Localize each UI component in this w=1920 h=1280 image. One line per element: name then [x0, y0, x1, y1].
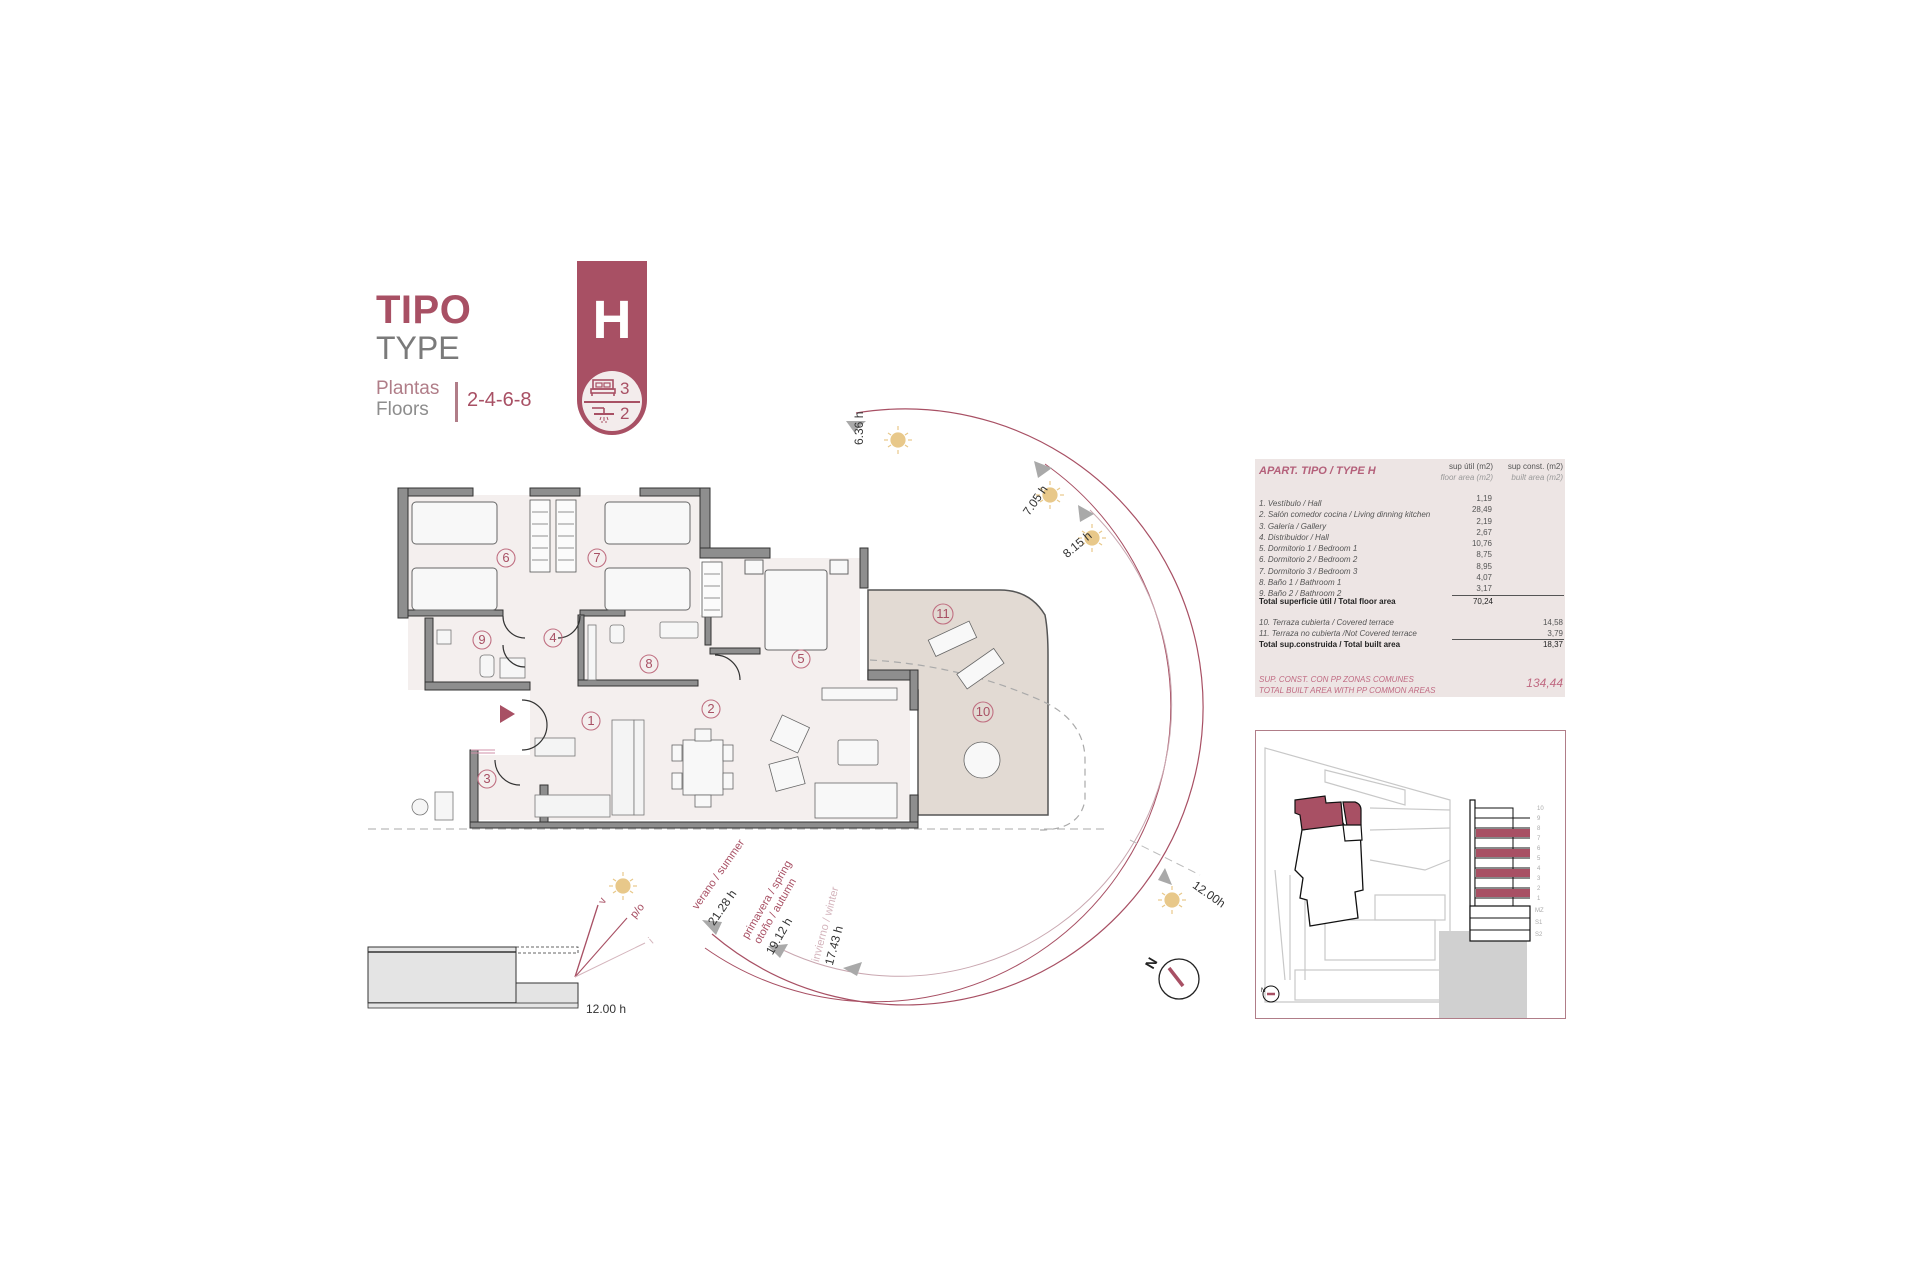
total-built-label: Total sup.construida / Total built area — [1259, 640, 1401, 649]
areas-rows: 1. Vestíbulo / Hall 1,19 2. Salón comedor… — [1259, 493, 1559, 599]
terrace-row-value: 14,58 — [1542, 618, 1563, 627]
terrace-row-label: 11. Terraza no cubierta /Not Covered ter… — [1259, 629, 1417, 638]
area-row-value: 4,07 — [1476, 573, 1492, 583]
area-row-label: 4. Distribuidor / Hall — [1259, 532, 1329, 542]
floors-label-es: Plantas — [376, 378, 440, 399]
sun-time-label: 6.36 h — [852, 411, 866, 445]
room-label-4: 4 — [549, 630, 557, 645]
room-label-10: 10 — [975, 704, 991, 719]
col-floor-area-sub: floor area (m2) — [1440, 473, 1493, 482]
type-heading-en: TYPE — [376, 330, 460, 366]
level-label: MZ — [1535, 908, 1544, 914]
area-row-label: 6. Dormitorio 2 / Bedroom 2 — [1259, 555, 1358, 565]
subtotal-rule — [1452, 595, 1564, 596]
level-label: 5 — [1537, 856, 1541, 862]
bedroom-count: 3 — [620, 379, 630, 398]
common-areas-label-es: SUP. CONST. CON PP ZONAS COMUNES — [1259, 675, 1414, 684]
common-areas-value: 134,44 — [1526, 676, 1563, 690]
floor-numbers: 2-4-6-8 — [467, 389, 532, 411]
col-built-area-header: sup const. (m2) — [1507, 462, 1563, 471]
room-label-5: 5 — [797, 651, 805, 666]
area-row-value: 3,17 — [1476, 584, 1492, 594]
terrace — [867, 589, 1049, 816]
level-label: 4 — [1537, 866, 1541, 872]
room-label-2: 2 — [707, 701, 715, 716]
area-row-label: 9. Baño 2 / Bathroom 2 — [1259, 589, 1342, 599]
area-row-value: 2,19 — [1476, 516, 1492, 526]
section-time: 12.00 h — [586, 1002, 627, 1016]
shower-icon — [592, 407, 614, 423]
room-label-11: 11 — [936, 606, 950, 621]
area-row-label: 8. Baño 1 / Bathroom 1 — [1259, 578, 1342, 588]
site-north-label: N — [1261, 988, 1266, 994]
level-label: 7 — [1537, 836, 1541, 842]
subtotal-rule — [1452, 639, 1564, 640]
areas-table — [1255, 459, 1565, 697]
floors-label-en: Floors — [376, 399, 429, 420]
col-built-area-sub: built area (m2) — [1511, 473, 1563, 482]
col-floor-area-header: sup útil (m2) — [1448, 462, 1493, 471]
level-label: S1 — [1535, 920, 1543, 926]
level-label: S2 — [1535, 932, 1543, 938]
type-heading-es: TIPO — [376, 288, 472, 332]
area-row-label: 1. Vestíbulo / Hall — [1259, 499, 1322, 508]
room-label-1: 1 — [587, 713, 595, 728]
level-label: 10 — [1537, 806, 1544, 812]
area-row-value: 1,19 — [1476, 494, 1492, 503]
total-floor-value: 70,24 — [1472, 597, 1493, 606]
room-label-6: 6 — [502, 550, 510, 565]
sun-section-diagram — [367, 904, 646, 1009]
common-areas-label-en: TOTAL BUILT AREA WITH PP COMMON AREAS — [1259, 686, 1436, 695]
bathroom-count: 2 — [620, 404, 630, 423]
level-label: 3 — [1537, 876, 1541, 882]
area-row-label: 2. Salón comedor cocina / Living dinning… — [1259, 510, 1431, 520]
area-row-value: 8,75 — [1476, 550, 1492, 560]
sun-icons — [609, 426, 1186, 914]
total-floor-label: Total superficie útil / Total floor area — [1259, 597, 1396, 606]
room-label-3: 3 — [483, 771, 491, 786]
area-row-label: 7. Dormitorio 3 / Bedroom 3 — [1259, 566, 1358, 576]
areas-table-title: APART. TIPO / TYPE H — [1259, 465, 1376, 477]
terrace-row-value: 3,79 — [1547, 629, 1563, 638]
type-letter: H — [592, 290, 632, 350]
sun-path-arcs — [704, 408, 1204, 1006]
room-label-7: 7 — [593, 550, 601, 565]
floors-divider — [455, 382, 458, 422]
level-label: 6 — [1537, 846, 1541, 852]
terrace-row-label: 10. Terraza cubierta / Covered terrace — [1259, 618, 1394, 627]
level-label: 1 — [1537, 896, 1541, 902]
total-built-value: 18,37 — [1542, 640, 1563, 649]
area-row-value: 10,76 — [1471, 539, 1492, 549]
area-row-value: 28,49 — [1471, 505, 1492, 515]
bed-icon — [590, 379, 616, 396]
entrance-arrow — [500, 705, 515, 723]
room-label-9: 9 — [478, 632, 486, 647]
area-row-value: 2,67 — [1476, 527, 1492, 537]
room-label-8: 8 — [645, 656, 653, 671]
area-row-label: 5. Dormitorio 1 / Bedroom 1 — [1259, 544, 1358, 554]
level-label: 9 — [1537, 816, 1541, 822]
site-plan-drawing — [1262, 747, 1531, 1018]
area-row-value: 8,95 — [1476, 561, 1492, 571]
area-row-label: 3. Galería / Gallery — [1259, 521, 1327, 531]
room-count-divider — [584, 401, 640, 403]
level-label: 2 — [1537, 886, 1541, 892]
level-label: 8 — [1537, 826, 1541, 832]
